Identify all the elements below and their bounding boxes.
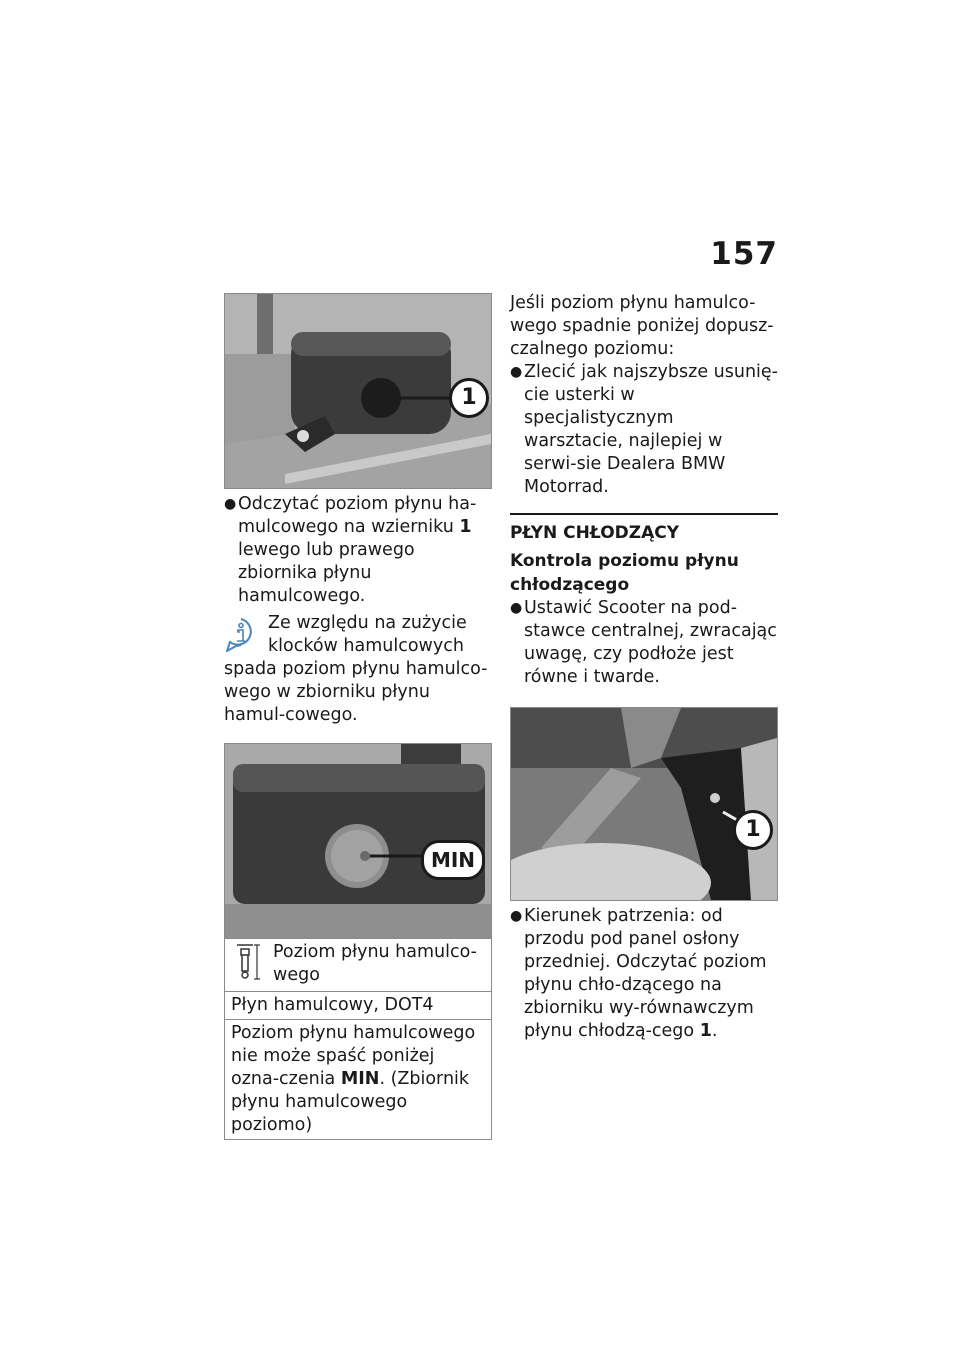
info-icon [226,618,252,652]
note-block: Ze względu na zużycie klocków hamulcowyc… [224,612,492,727]
figure-brake-reservoir: 1 [224,293,492,489]
brake-reservoir-illustration [225,294,491,488]
spec-table: Poziom płynu hamulco-wego Płyn hamulcowy… [224,939,492,1140]
callout-1: 1 [449,378,489,418]
bullet-stand: ● Ustawić Scooter na pod-stawce centraln… [510,597,778,689]
bullet-text: Zlecić jak najszybsze usunię-cie usterki… [524,362,778,497]
bullet-read-level: ● Odczytać poziom płynu ha-mulcowego na … [224,493,492,608]
section-title: PŁYN CHŁODZĄCY [510,513,778,545]
figure-min-mark: MIN [224,743,492,939]
bullet-dot: ● [224,496,237,512]
right-column: Jeśli poziom płynu hamulco-wego spadnie … [510,292,778,1043]
spec-fluid-row: Płyn hamulcowy, DOT4 [225,991,491,1019]
subheading: Kontrola poziomu płynu chłodzącego [510,551,739,595]
spec-title-row: Poziom płynu hamulco-wego [225,939,491,991]
page-number: 157 [710,236,778,272]
figure-coolant-reservoir: 1 [510,707,778,901]
bullet-read-coolant: ● Kierunek patrzenia: od przodu pod pane… [510,905,778,1043]
note-text-rest: spada poziom płynu hamulco-wego w zbiorn… [224,659,488,725]
left-column: 1 ● Odczytać poziom płynu ha-mulcowego n… [224,293,492,1140]
note-text-first: Ze względu na zużycie klocków hamulcowyc… [268,613,467,656]
intro-text: Jeśli poziom płynu hamulco-wego spadnie … [510,293,774,359]
bullet-text: Odczytać poziom płynu ha-mulcowego na wz… [238,494,477,606]
callout-min: MIN [421,840,485,880]
spec-title: Poziom płynu hamulco-wego [273,942,477,985]
bullet-dot: ● [510,364,523,380]
bullet-text: Ustawić Scooter na pod-stawce centralnej… [524,598,777,687]
callout-1: 1 [733,810,773,850]
spec-desc-row: Poziom płynu hamulcowego nie może spaść … [225,1019,491,1139]
fluid-level-icon [237,944,260,980]
bullet-dot: ● [510,908,523,924]
bullet-text: Kierunek patrzenia: od przodu pod panel … [524,906,767,1041]
coolant-reservoir-illustration [511,708,777,900]
bullet-dot: ● [510,600,523,616]
bullet-workshop: ● Zlecić jak najszybsze usunię-cie uster… [510,361,778,499]
